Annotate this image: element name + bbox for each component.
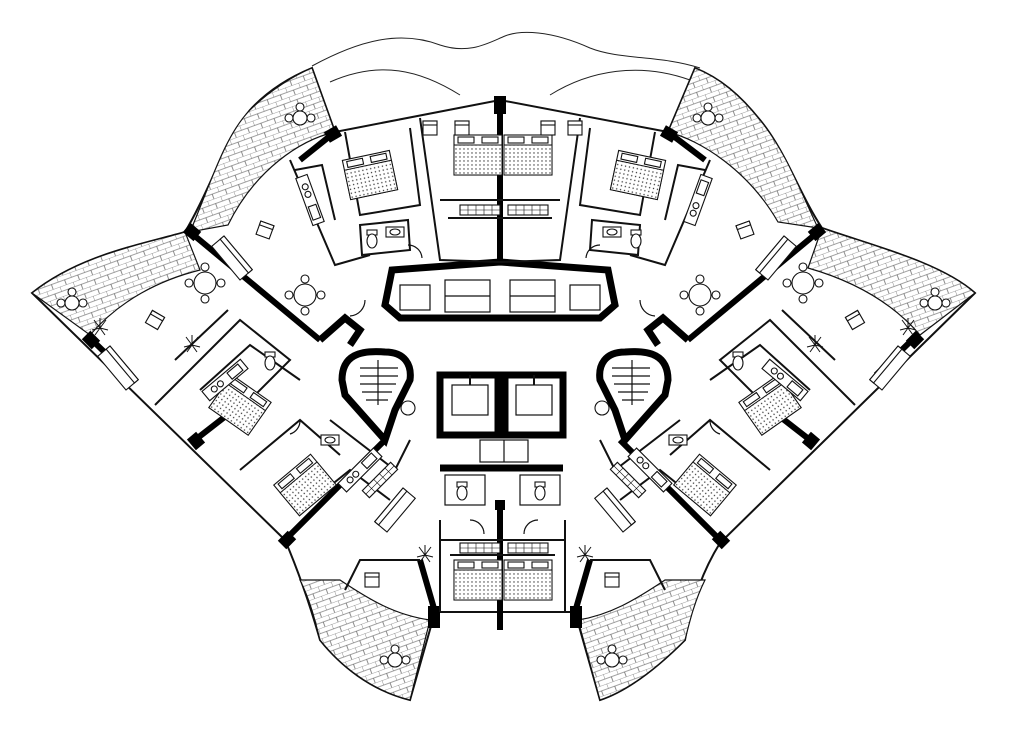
bottom-wing-walls xyxy=(344,520,666,612)
central-core xyxy=(317,258,691,506)
columns xyxy=(81,96,925,628)
door-swings xyxy=(289,244,721,535)
terrace-se-bottom xyxy=(577,579,706,701)
terrace-sw-bottom xyxy=(299,579,431,701)
roof-canopy-outline xyxy=(311,31,701,69)
stair-core-left xyxy=(338,348,416,447)
stair-core-right xyxy=(594,348,672,447)
terrace-west xyxy=(31,231,201,336)
upper-lift-core xyxy=(381,258,619,322)
